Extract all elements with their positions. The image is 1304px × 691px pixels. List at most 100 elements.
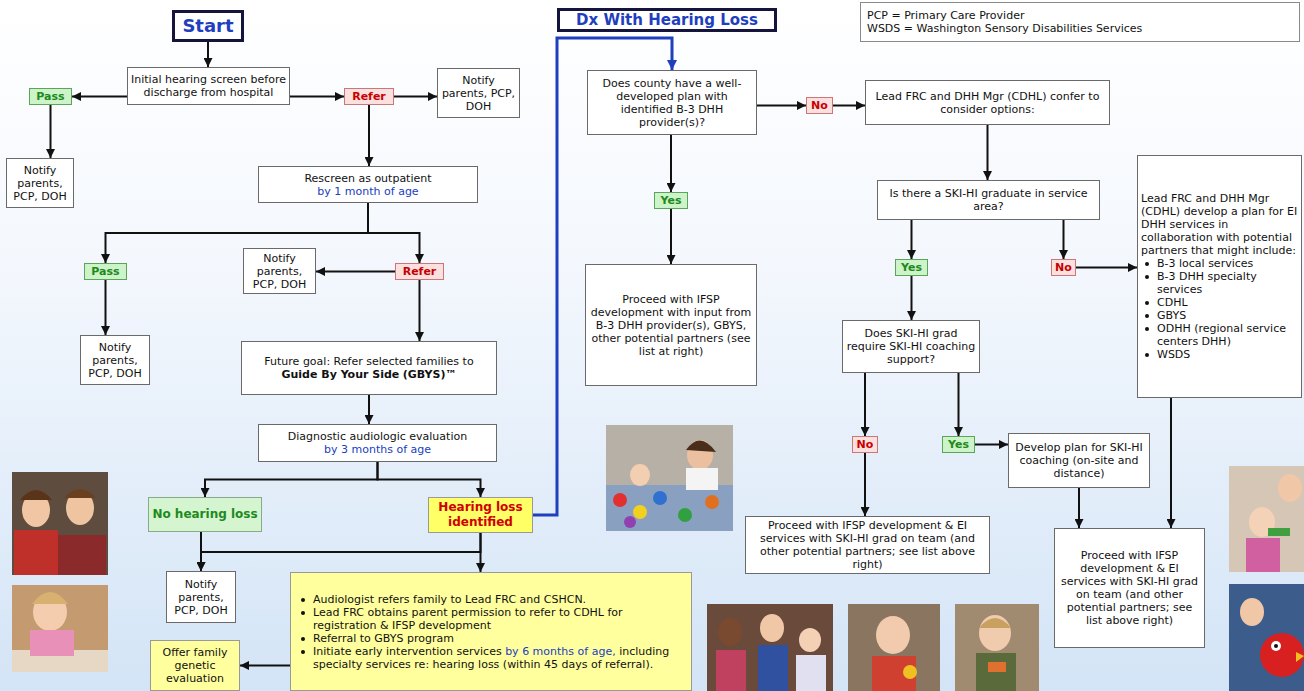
text-row: No	[1054, 261, 1073, 274]
photo	[12, 585, 108, 672]
node-text: Initial hearing screen before discharge …	[131, 73, 286, 99]
node-text: ODHH (regional service centers DHH)	[1157, 322, 1286, 348]
flow-arrow	[480, 533, 482, 572]
node-text: Does county have a well-developed plan w…	[603, 77, 742, 129]
text-row: B-3 local services	[1141, 257, 1298, 270]
text-row: Lead FRC and DHH Mgr (CDHL) confer to co…	[869, 90, 1106, 116]
outcome-tag: Refer	[344, 88, 394, 105]
node-text: Dx With Hearing Loss	[576, 11, 758, 29]
flow-arrow	[1076, 267, 1137, 269]
node-text: Is there a SKI-HI graduate in service ar…	[889, 187, 1087, 213]
flow-arrow	[105, 280, 107, 335]
text-row: Does county have a well-developed plan w…	[591, 77, 753, 129]
text-row: Audiologist refers family to Lead FRC an…	[297, 593, 685, 606]
outcome-tag: Pass	[29, 88, 72, 105]
outcome-tag: Refer	[395, 263, 444, 280]
process-box: Does county have a well-developed plan w…	[587, 70, 757, 135]
text-row: Initial hearing screen before discharge …	[131, 73, 286, 99]
abbreviation-key: PCP = Primary Care ProviderWSDS = Washin…	[860, 2, 1300, 42]
node-text: Notify parents, PCP, DOH	[174, 578, 227, 617]
node-text: B-3 local services	[1157, 257, 1253, 270]
flow-arrow	[207, 42, 209, 67]
node-text: Yes	[901, 261, 922, 274]
outcome-tag: No	[1051, 259, 1076, 276]
flow-arrow	[911, 220, 913, 259]
photo	[707, 604, 833, 691]
flow-arrow	[864, 453, 866, 516]
action-box: Audiologist refers family to Lead FRC an…	[290, 572, 692, 691]
text-row: Refer	[398, 265, 441, 278]
flow-arrow	[670, 135, 672, 192]
node-text: WSDS = Washington Sensory Disabilities S…	[867, 22, 1142, 35]
flow-arrow	[911, 276, 913, 320]
node-text: No	[1055, 261, 1072, 274]
text-row: CDHL	[1141, 296, 1298, 309]
node-text: Yes	[661, 194, 682, 207]
text-row: PCP = Primary Care Provider	[867, 9, 1293, 22]
flow-arrow	[378, 462, 481, 497]
text-row: GBYS	[1141, 309, 1298, 322]
text-row: Is there a SKI-HI graduate in service ar…	[881, 187, 1096, 213]
node-text: Pass	[91, 265, 119, 278]
node-text: Pass	[36, 90, 64, 103]
text-row: Notify parents, PCP, DOH	[10, 164, 70, 203]
flow-arrow	[864, 373, 866, 436]
flow-arrow	[50, 105, 52, 158]
node-text: B-3 DHH specialty services	[1157, 270, 1257, 296]
process-box: Initial hearing screen before discharge …	[127, 67, 290, 105]
text-row: Pass	[87, 265, 124, 278]
node-text: WSDS	[1157, 348, 1190, 361]
result-box: No hearing loss	[148, 497, 262, 532]
node-text: Rescreen as outpatient	[304, 172, 431, 185]
flow-arrow	[419, 280, 421, 341]
flow-arrow	[368, 105, 370, 166]
flow-arrow	[201, 533, 481, 571]
text-row: Notify parents, PCP, DOH	[170, 578, 232, 617]
node-text: Proceed with IFSP development & EI servi…	[760, 519, 975, 571]
outcome-tag: No	[852, 436, 878, 453]
photo	[12, 472, 108, 575]
flow-arrow	[670, 209, 672, 264]
action-box: Offer family genetic evaluation	[150, 640, 240, 691]
outcome-tag: Pass	[84, 263, 127, 280]
node-text: Develop plan for SKI-HI coaching (on-sit…	[1015, 441, 1143, 480]
process-box: Develop plan for SKI-HI coaching (on-sit…	[1008, 433, 1150, 488]
node-text: No hearing loss	[152, 507, 257, 521]
photo	[1229, 584, 1304, 691]
text-row: Referral to GBYS program	[297, 632, 685, 645]
flow-arrow	[833, 105, 865, 107]
flow-arrow	[975, 444, 1008, 446]
photo	[606, 425, 733, 531]
node-text: Refer	[403, 265, 437, 278]
flow-arrow	[316, 271, 395, 273]
text-row: No	[855, 438, 875, 451]
text-row: Notify parents, PCP, DOH	[84, 341, 146, 380]
flow-arrow	[290, 96, 344, 98]
node-text: Notify parents, PCP, DOH	[253, 252, 306, 291]
text-row: Initiate early intervention services by …	[297, 645, 685, 671]
node-text: Refer	[352, 90, 386, 103]
flow-arrow	[72, 96, 127, 98]
text-row: Yes	[945, 438, 972, 451]
node-text: Audiologist refers family to Lead FRC an…	[313, 593, 586, 606]
text-row: Proceed with IFSP development with input…	[589, 293, 753, 358]
process-box: Proceed with IFSP development & EI servi…	[1054, 528, 1205, 648]
result-box: Hearing loss identified	[428, 497, 533, 533]
node-text: Notify parents, PCP, DOH	[442, 74, 515, 113]
node-text: Notify parents, PCP, DOH	[13, 164, 66, 203]
flow-arrow	[240, 665, 290, 667]
node-text: Start	[182, 15, 233, 36]
text-row: Hearing loss identified	[432, 500, 529, 530]
node-text: Future goal: Refer selected families to	[264, 355, 473, 368]
outcome-tag: Yes	[654, 192, 688, 209]
text-row: Dx With Hearing Loss	[562, 11, 772, 29]
process-box: Notify parents, PCP, DOH	[243, 248, 316, 294]
node-text: Lead FRC and DHH Mgr (CDHL) confer to co…	[876, 90, 1100, 116]
node-text: by 1 month of age	[317, 185, 418, 198]
node-text: GBYS	[1157, 309, 1186, 322]
text-row: by 1 month of age	[262, 185, 474, 198]
text-row: Diagnostic audiologic evaluation	[262, 430, 493, 443]
node-text: Hearing loss identified	[438, 500, 522, 529]
node-text: Lead FRC obtains parent permission to re…	[313, 606, 623, 632]
